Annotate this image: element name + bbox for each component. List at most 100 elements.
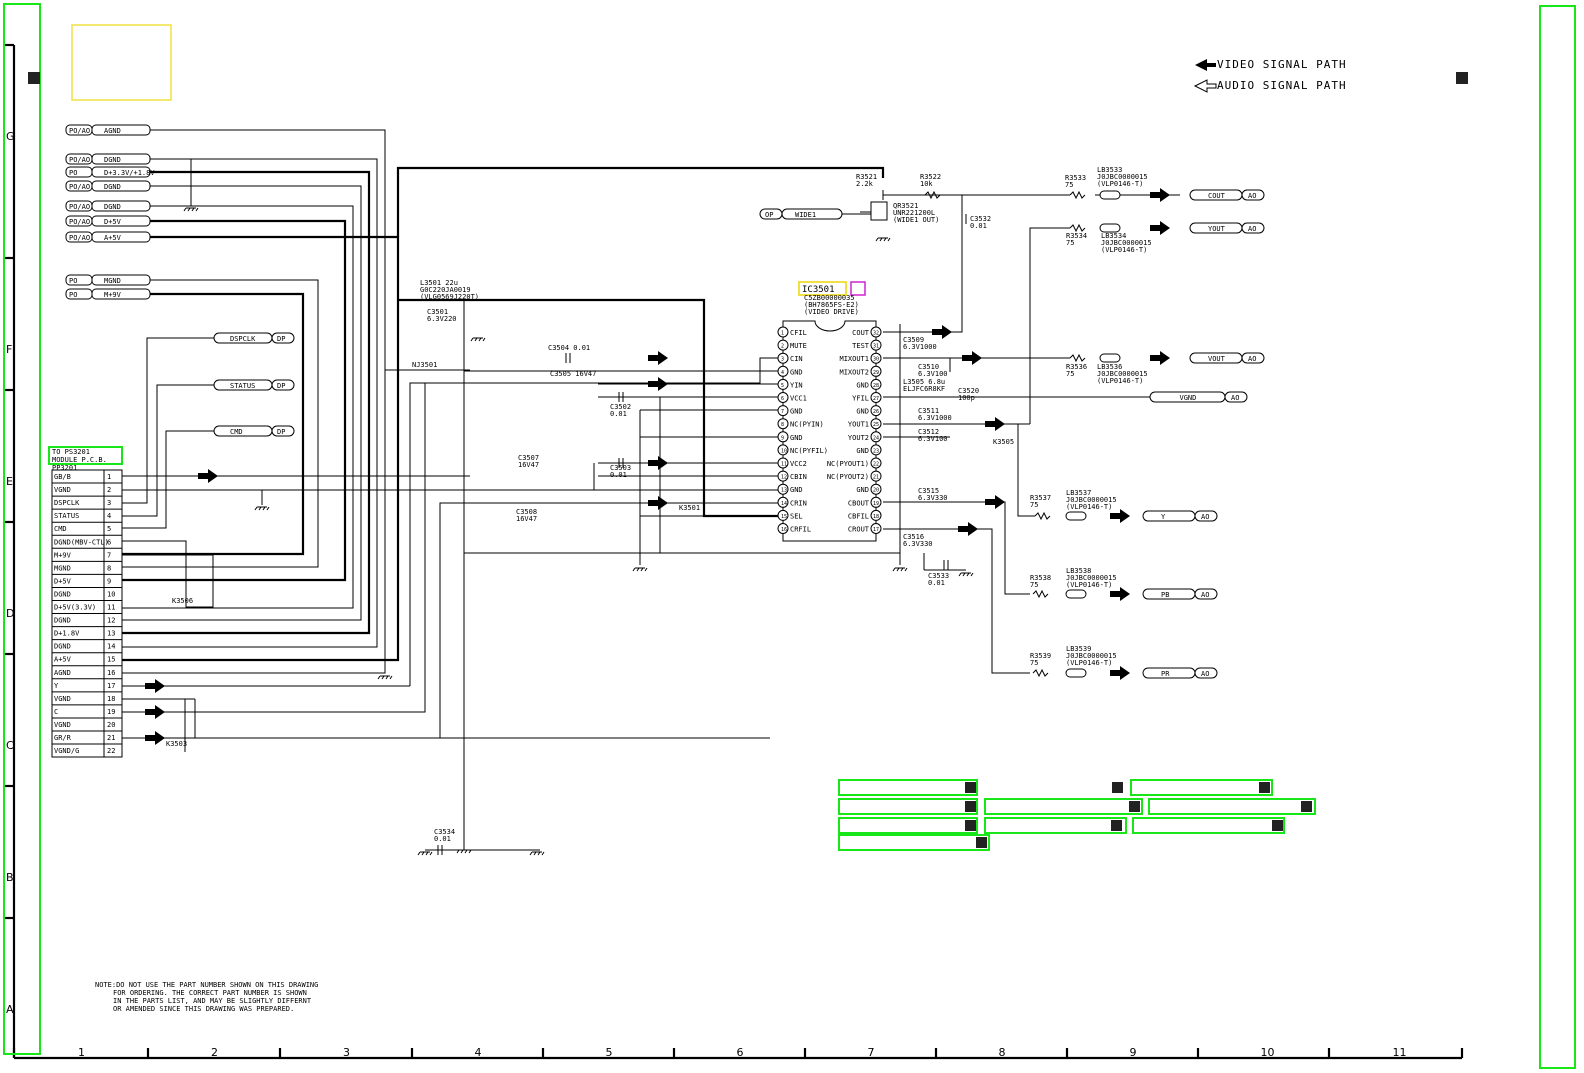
r3521-label: 2.2k: [856, 180, 874, 188]
legend-audio-label: AUDIO SIGNAL PATH: [1217, 79, 1347, 92]
signal-arrow-icon: [648, 496, 668, 510]
audio-arrow-icon: [1193, 79, 1217, 93]
ic-pin-name: GND: [790, 408, 803, 416]
ic-pin: [777, 444, 789, 456]
signal-arrow-icon: [1150, 221, 1170, 235]
port-name: CMD: [230, 428, 243, 436]
c3508-label: 16V47: [516, 515, 537, 523]
port-name: DSPCLK: [230, 335, 256, 343]
qr3521-label: (WIDE1 OUT): [893, 216, 939, 224]
wide-port-name: WIDE1: [795, 211, 816, 219]
ic-magenta-marker: [850, 281, 866, 296]
ic-pin: [870, 352, 882, 364]
l3501-label: (VLG0569J220T): [420, 293, 479, 301]
column-label: 11: [1393, 1046, 1407, 1059]
ic-pin-name: MIXOUT1: [839, 355, 869, 363]
rail-tag-label: PO/AO: [69, 127, 90, 135]
video-arrow-icon: [1195, 59, 1216, 71]
rail-name: A+5V: [104, 234, 122, 242]
wide-port-tag-label: OP: [765, 211, 773, 219]
column-label: 8: [999, 1046, 1006, 1059]
ic-pin-name: NC(PYIN): [790, 421, 824, 429]
connector-pin-number: 20: [107, 721, 115, 729]
port-name: STATUS: [230, 382, 255, 390]
row-label: A: [6, 1003, 14, 1016]
c3507-label: C3507: [518, 454, 539, 462]
ic-pin: [777, 483, 789, 495]
signal-arrow-icon: [648, 456, 668, 470]
lb3539-label: J0JBC0000015: [1066, 652, 1117, 660]
k3505-label: K3505: [993, 438, 1014, 446]
ic-pin-number: 17: [873, 527, 879, 533]
output-port-tag: [1194, 510, 1218, 522]
output-port-tag: [1241, 189, 1265, 201]
rail-tag-label: PO: [69, 277, 77, 285]
signal-arrow-icon: [145, 731, 165, 745]
ic-pin-number: 25: [873, 422, 879, 428]
output-port-tag: AO: [1248, 225, 1256, 233]
ic-pin-name: VCC2: [790, 460, 807, 468]
ic-pin-name: CRIN: [790, 499, 807, 507]
signal-arrow-icon: [1150, 351, 1170, 365]
rail-name-box: [91, 200, 151, 212]
rail-tag-label: PO/AO: [69, 156, 90, 164]
signal-arrow-icon: [962, 351, 982, 365]
c3501-label: 6.3V220: [427, 315, 457, 323]
ic-pin-number: 3: [781, 357, 784, 363]
ic-pin: [870, 457, 882, 469]
connector-pin-name: M+9V: [54, 551, 72, 559]
connector-title-line1: TO PS3201: [52, 448, 90, 456]
ic-pin-name: CROUT: [848, 526, 870, 534]
lb3538-label: (VLP0146-T): [1066, 581, 1112, 589]
connector-pin-number: 18: [107, 695, 115, 703]
c3515-label: 6.3V330: [918, 494, 948, 502]
output-port-tag: [1194, 588, 1218, 600]
ic-pin: [777, 378, 789, 390]
c3504-label: C3504 0.01: [548, 344, 590, 352]
ic-pin: [870, 418, 882, 430]
rail-tag-label: PO/AO: [69, 234, 90, 242]
connector-pin-number: 2: [107, 486, 111, 494]
c3501-label: C3501: [427, 308, 448, 316]
connector-pin-number: 22: [107, 747, 115, 755]
ic-pin-number: 10: [781, 448, 787, 454]
ic-body: [782, 320, 877, 542]
ic-pin-name: CBOUT: [848, 499, 870, 507]
rail-name: D+3.3V/+1.8V: [104, 169, 155, 177]
connector-pin-name: DGND: [54, 617, 71, 625]
ic-pin-number: 16: [781, 527, 787, 533]
signal-arrow-icon: [985, 417, 1005, 431]
rail-tag-label: PO/AO: [69, 218, 90, 226]
column-label: 3: [343, 1046, 350, 1059]
output-port-tag: AO: [1201, 591, 1209, 599]
signal-arrow-icon: [1150, 188, 1170, 202]
column-label: 5: [606, 1046, 613, 1059]
rail-name-box: [91, 180, 151, 192]
signal-arrow-icon: [958, 522, 978, 536]
output-port-tag: [1194, 667, 1218, 679]
qr3521-label: UNR221200L: [893, 209, 935, 217]
signal-arrow-icon: [145, 705, 165, 719]
rail-tag-label: PO: [69, 291, 77, 299]
svg-text:OR AMENDED SINCE THIS DRAWING: OR AMENDED SINCE THIS DRAWING WAS PREPAR…: [113, 1005, 294, 1013]
yellow-marker-box: [71, 24, 172, 101]
ic-pin-name: GND: [790, 486, 803, 494]
ic-pin: [777, 431, 789, 443]
c3509-label: 6.3V1000: [903, 343, 937, 351]
row-label: E: [6, 475, 13, 488]
rail-name-box: [91, 274, 151, 286]
r3537-label: R3537: [1030, 494, 1051, 502]
signal-arrow-icon: [1110, 587, 1130, 601]
r3522-label: R3522: [920, 173, 941, 181]
port-tag-label: DP: [277, 428, 285, 436]
highlight-box-cluster: [838, 779, 1316, 851]
c3503-label: 0.01: [610, 471, 627, 479]
connector-pin-number: 1: [107, 473, 111, 481]
signal-arrow-icon: [198, 469, 218, 483]
ic-pin: [777, 326, 789, 338]
c3503-label: C3503: [610, 464, 631, 472]
connector-pin-number: 9: [107, 577, 111, 585]
ic-pin-name: YOUT2: [848, 434, 869, 442]
connector-pin-name: D+1.8V: [54, 630, 80, 638]
